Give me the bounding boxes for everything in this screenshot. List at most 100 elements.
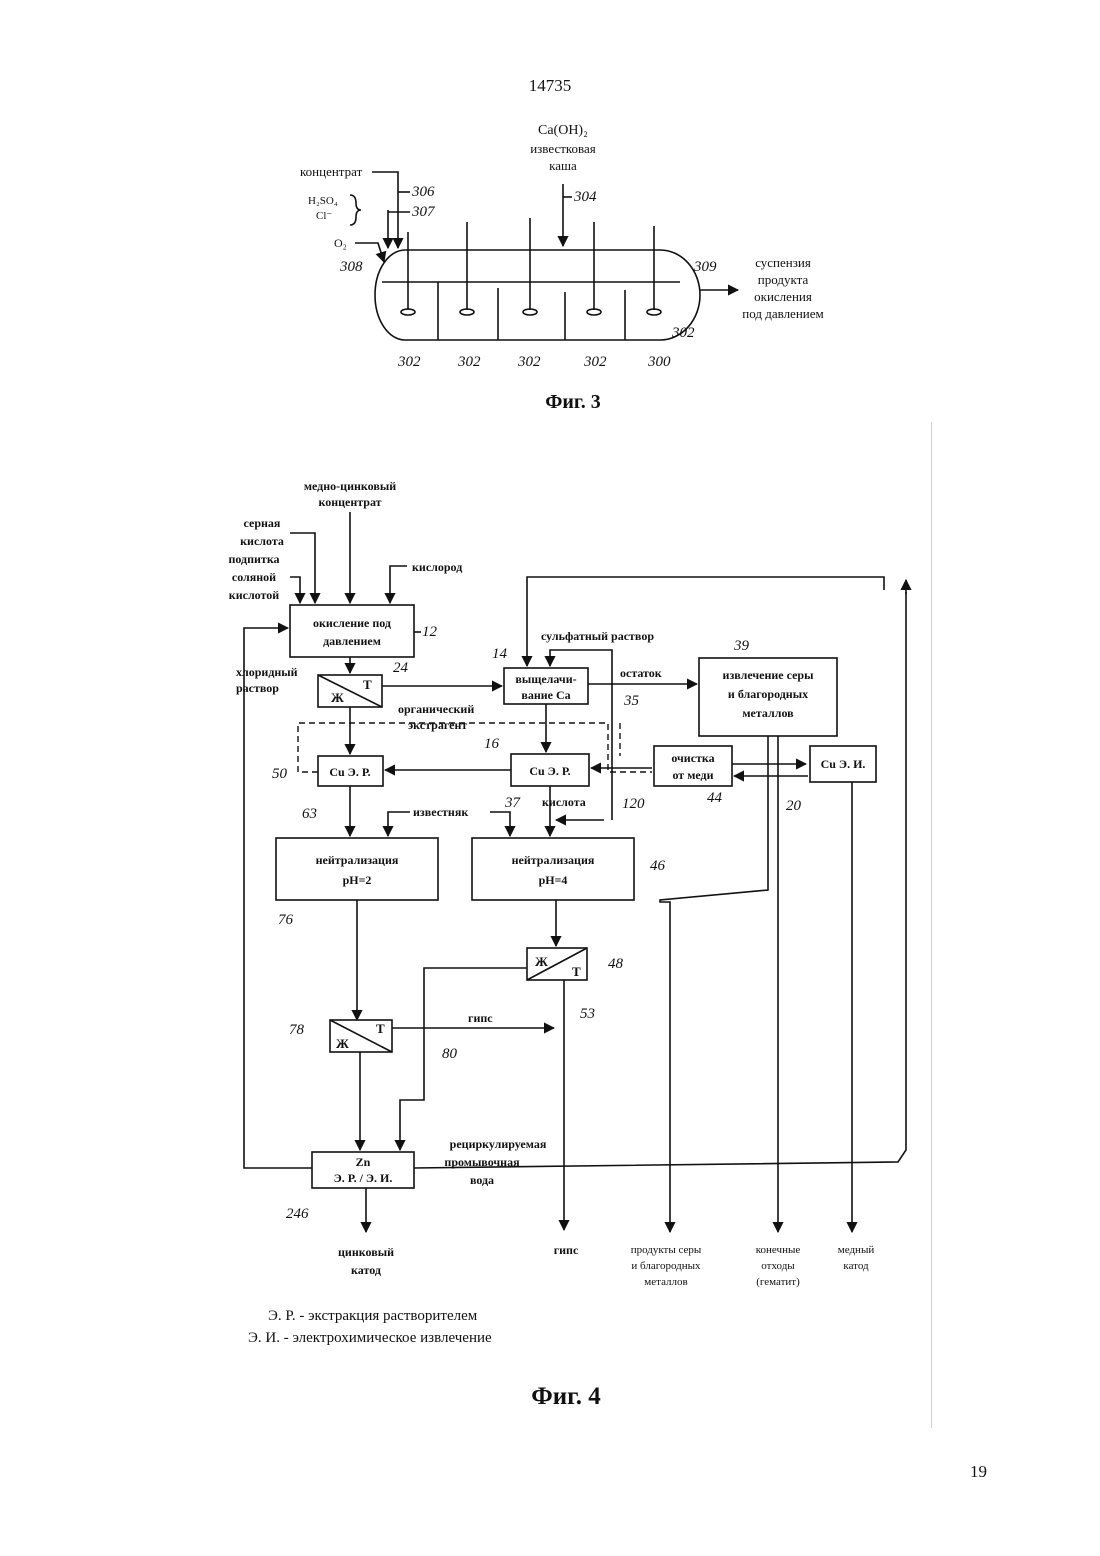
ref-44: 44 <box>707 790 723 806</box>
fig3-autoclave-diagram: Ca(OH)₂ известковая каша концентрат H₂SO… <box>300 123 824 413</box>
oxygen-label-fig4: кислород <box>412 560 462 574</box>
oxygen-label: O₂ <box>334 236 347 250</box>
chloride-label-2: раствор <box>236 681 279 695</box>
sulfate-label: сульфатный раствор <box>541 629 654 643</box>
recycle-label-3: вода <box>470 1173 494 1187</box>
ref-308: 308 <box>339 259 363 275</box>
ref-80: 80 <box>442 1046 458 1062</box>
ref-48: 48 <box>608 956 624 972</box>
feed-label-2: концентрат <box>318 495 381 509</box>
fig4-caption: Фиг. 4 <box>531 1383 601 1410</box>
tailings-label-1: конечные <box>756 1244 801 1256</box>
ls78-solid: Т <box>376 1021 385 1036</box>
residue-label: остаток <box>620 666 662 680</box>
ref-302-4: 302 <box>583 354 607 370</box>
oxidation-block <box>290 605 414 657</box>
recycle-label-1: рециркулируемая <box>450 1137 547 1151</box>
ref-53: 53 <box>580 1006 595 1022</box>
concentrate-feed-arrow <box>372 172 398 248</box>
acid-brace <box>350 195 361 225</box>
ref-39: 39 <box>733 638 750 654</box>
ls48-liquid-to-zn-line <box>400 968 527 1150</box>
neut2-label-1: нейтрализация <box>316 853 399 867</box>
ref-50: 50 <box>272 766 288 782</box>
zn-label-1: Zn <box>356 1155 371 1169</box>
ref-306: 306 <box>411 184 435 200</box>
hcl-arrow <box>290 577 300 603</box>
sulfur-label-2: и благородных <box>728 687 808 701</box>
wash-water-to-leach-line <box>527 577 884 666</box>
lime-formula-label: Ca(OH)₂ <box>538 123 588 138</box>
cusx16-label: Cu Э. Р. <box>529 764 570 778</box>
chloride-label: Cl⁻ <box>316 210 332 222</box>
zinc-cathode-label-2: катод <box>351 1263 381 1277</box>
ls48-solid: Т <box>572 964 581 979</box>
ref-63: 63 <box>302 806 317 822</box>
acid-label: H₂SO₄ <box>308 195 338 207</box>
legend-sx: Э. Р. - экстракция растворителем <box>268 1308 478 1324</box>
cusx50-label: Cu Э. Р. <box>329 765 370 779</box>
copper-cathode-label-2: катод <box>843 1260 869 1272</box>
neut4-label-2: pH=4 <box>539 873 568 887</box>
agitators <box>401 218 661 315</box>
ref-302-1: 302 <box>397 354 421 370</box>
lime-label-2: каша <box>549 158 577 173</box>
neut2-label-2: pH=2 <box>343 873 372 887</box>
recycle-label-2: промывочная <box>444 1155 520 1169</box>
lime-label-1: известковая <box>530 141 596 156</box>
ref-304: 304 <box>573 189 597 205</box>
concentrate-label: концентрат <box>300 164 363 179</box>
ref-309: 309 <box>693 259 717 275</box>
fig4-flowsheet: медно-цинковый концентрат серная кислота… <box>228 479 906 1410</box>
ref-24: 24 <box>393 660 409 676</box>
gypsum-mid-label: гипс <box>468 1011 493 1025</box>
ref-302-2: 302 <box>457 354 481 370</box>
ref-300: 300 <box>647 354 671 370</box>
ref-76: 76 <box>278 912 294 928</box>
acid-stream-label: кислота <box>542 795 586 809</box>
ref-35: 35 <box>623 693 640 709</box>
ref-246: 246 <box>286 1206 309 1222</box>
ls24-liquid: Ж <box>331 690 344 705</box>
ref-302-right: 302 <box>671 325 695 341</box>
hcl-label-3: кислотой <box>229 588 279 602</box>
ref-120: 120 <box>622 796 645 812</box>
hcl-label-2: соляной <box>232 570 276 584</box>
ref-46: 46 <box>650 858 666 874</box>
hcl-label-1: подпитка <box>228 552 279 566</box>
output-label-1: суспензия <box>755 255 811 270</box>
oxidation-label-2: давлением <box>323 634 381 648</box>
output-label-3: окисления <box>754 289 812 304</box>
ls24-solid: Т <box>363 677 372 692</box>
limestone-to-neut4-arrow <box>490 812 510 836</box>
sulfur-products-label-3: металлов <box>644 1276 687 1288</box>
sulfuric-label-2: кислота <box>240 534 284 548</box>
autoclave-vessel <box>375 250 700 340</box>
organic-label-1: органический <box>398 702 474 716</box>
feed-label-1: медно-цинковый <box>304 479 396 493</box>
sulfuric-arrow <box>290 533 315 603</box>
zinc-cathode-label-1: цинковый <box>338 1245 394 1259</box>
sulfur-products-label-2: и благородных <box>631 1260 701 1272</box>
ls48-liquid: Ж <box>535 954 548 969</box>
ref-16: 16 <box>484 736 500 752</box>
tailings-label-2: отходы <box>761 1260 795 1272</box>
cuew-label: Cu Э. И. <box>821 757 866 771</box>
output-label-2: продукта <box>758 272 809 287</box>
oxidation-label-1: окисление под <box>313 616 391 630</box>
sulfur-label-3: металлов <box>742 706 794 720</box>
ls78-liquid: Ж <box>336 1036 349 1051</box>
legend-ew: Э. И. - электрохимическое извлечение <box>248 1330 492 1346</box>
ref-12: 12 <box>422 624 438 640</box>
sulfur-products-line <box>660 736 768 1232</box>
limestone-label: известняк <box>413 805 468 819</box>
copper-cathode-label-1: медный <box>838 1244 875 1256</box>
sulfur-products-label-1: продукты серы <box>631 1244 702 1256</box>
ref-14: 14 <box>492 646 508 662</box>
sulfur-label-1: извлечение серы <box>723 668 815 682</box>
ref-302-3: 302 <box>517 354 541 370</box>
oxygen-arrow <box>390 566 407 603</box>
organic-label-2: экстрагент <box>408 718 467 732</box>
chloride-label-1: хлоридный <box>236 665 298 679</box>
